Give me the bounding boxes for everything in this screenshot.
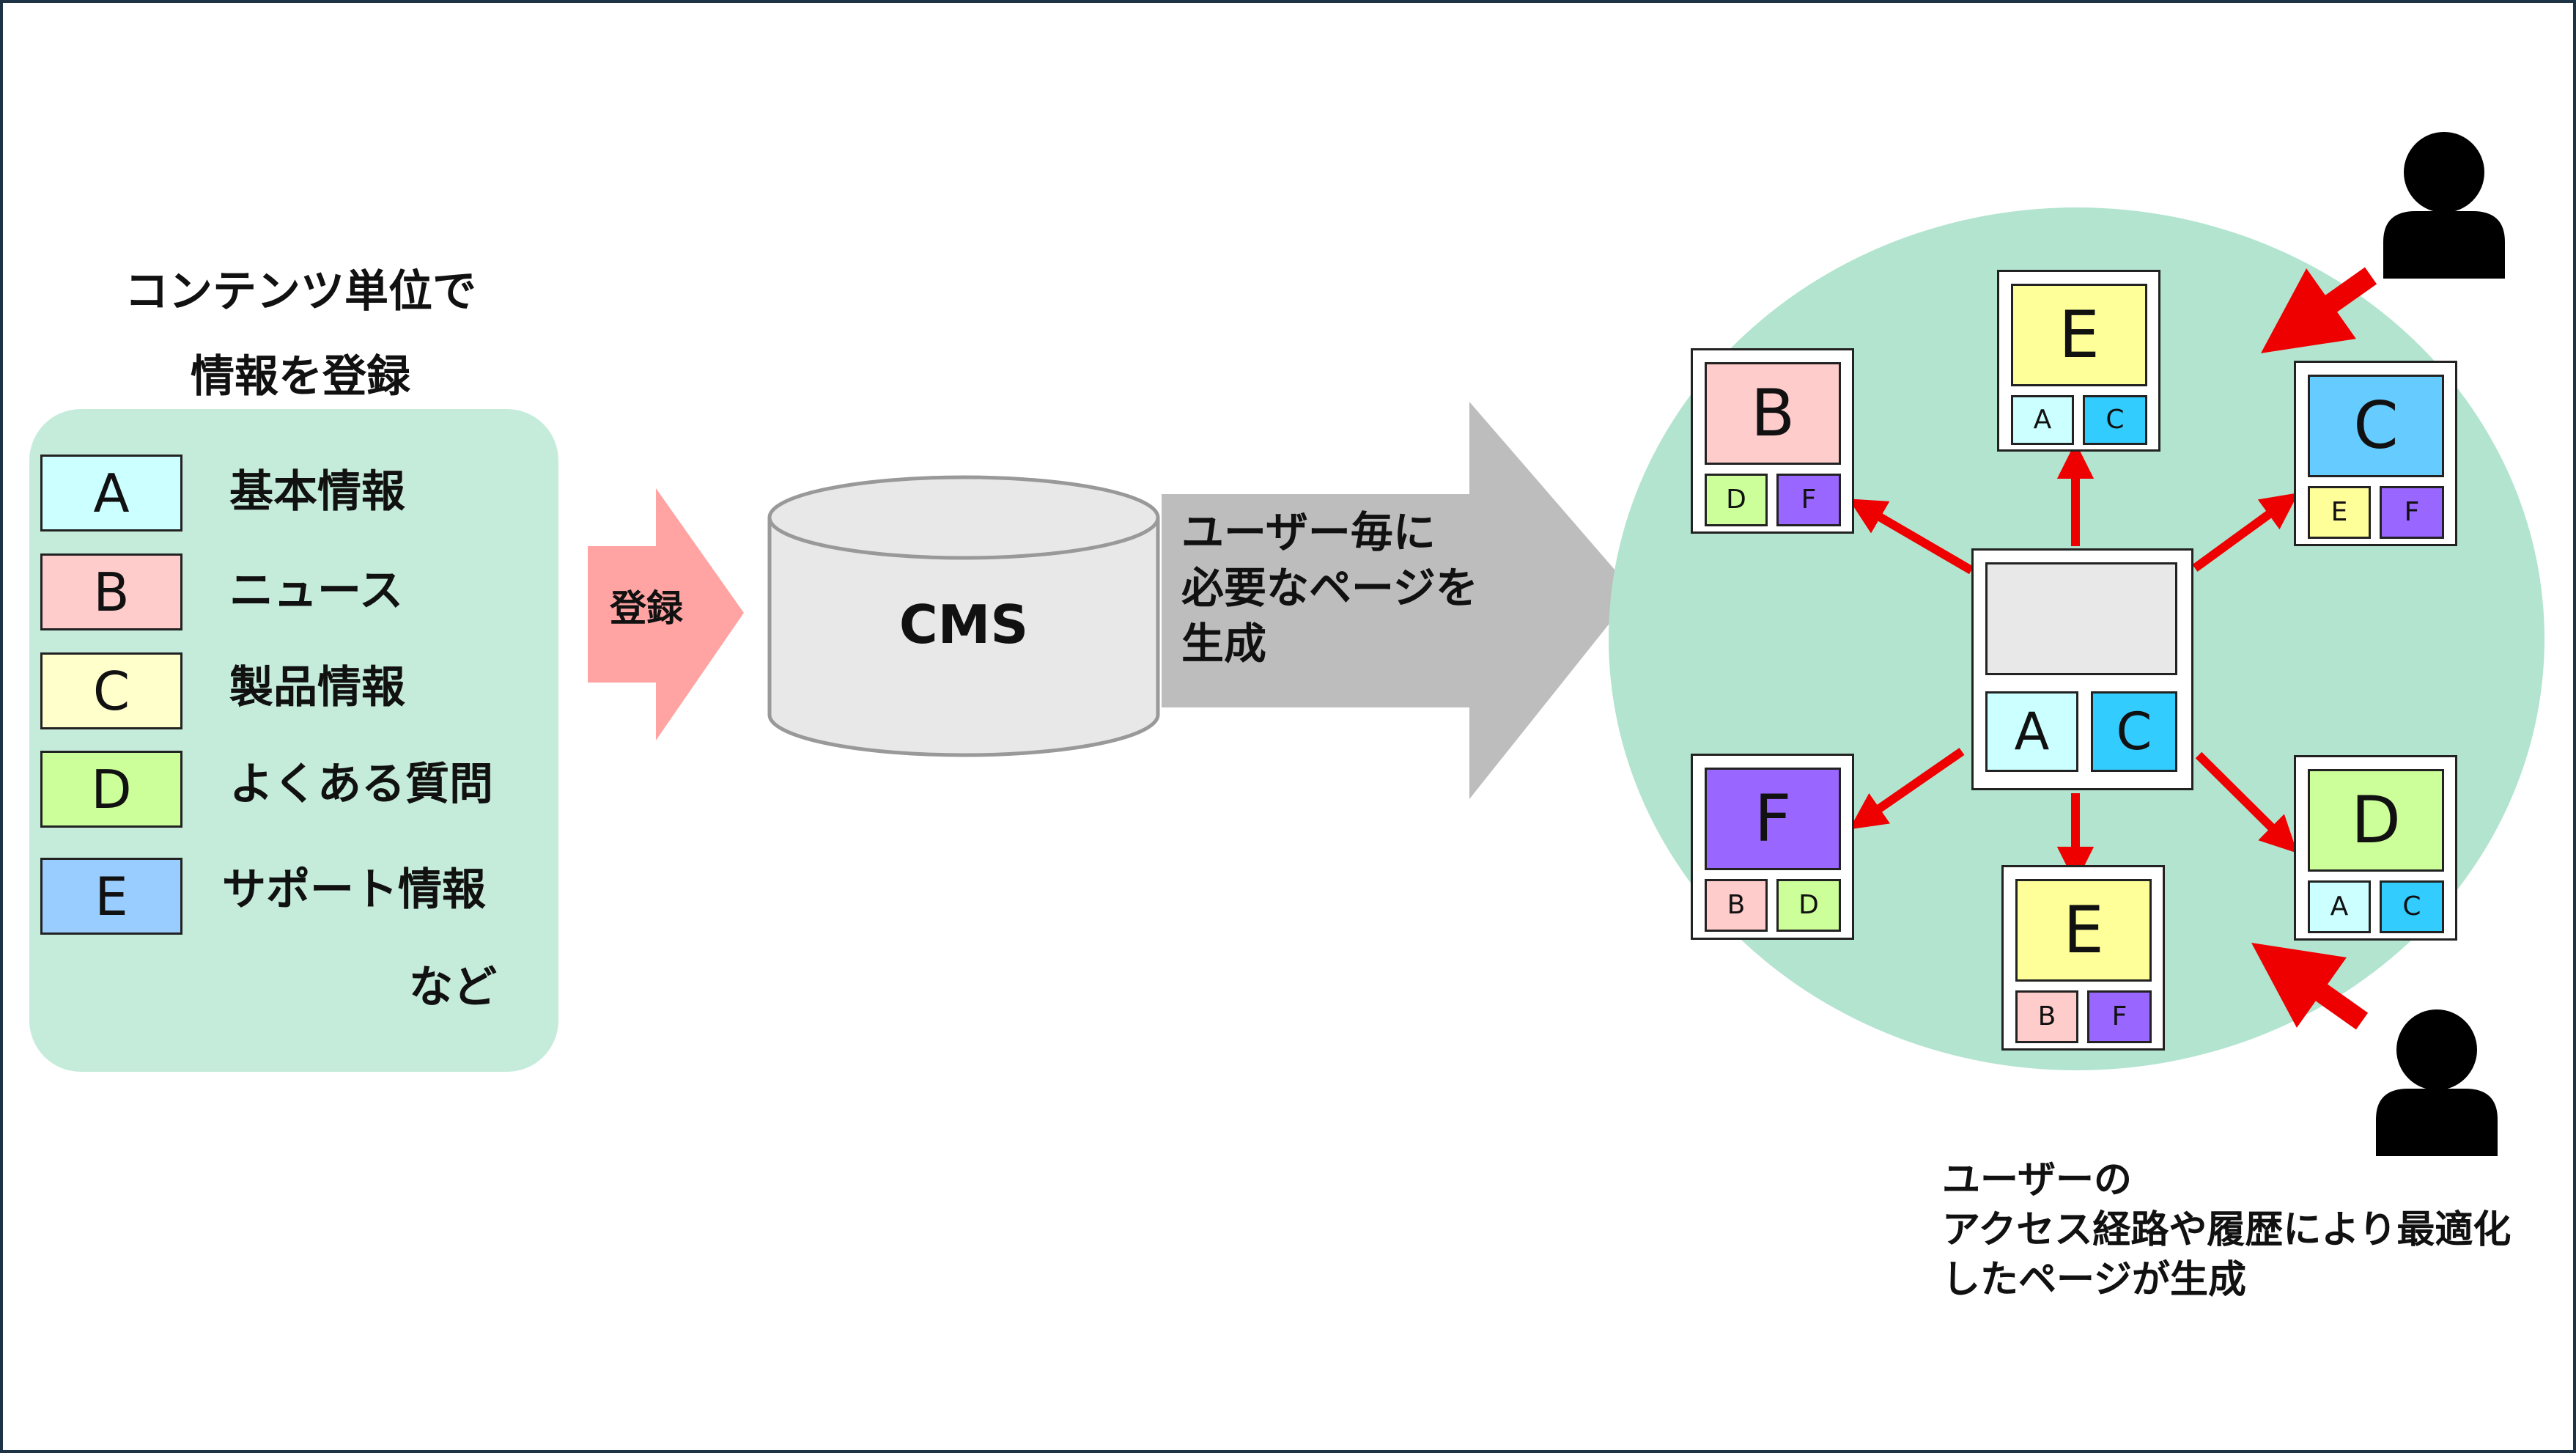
page-lower-right-big: D bbox=[2308, 769, 2444, 872]
left-title-line2: 情報を登録 bbox=[191, 351, 410, 402]
cms-database-icon bbox=[767, 475, 1160, 757]
generate-label: ユーザー毎に 必要なページを 生成 bbox=[1181, 504, 1478, 672]
result-caption-line2: アクセス経路や履歴により最適化 bbox=[1942, 1208, 2512, 1252]
user-icon bbox=[2376, 1009, 2498, 1156]
center-block-c: C bbox=[2091, 691, 2177, 772]
content-label-d: よくある質問 bbox=[229, 759, 493, 810]
content-label-e: サポート情報 bbox=[222, 864, 486, 916]
generate-arrow bbox=[1162, 402, 1634, 799]
content-etc: など bbox=[409, 962, 497, 1013]
generate-line2: 必要なページを bbox=[1181, 563, 1478, 613]
page-upper-left: B D F bbox=[1691, 348, 1854, 534]
page-lower-right-small-1: A bbox=[2308, 880, 2371, 933]
page-lower-left-small-1: B bbox=[1705, 879, 1768, 932]
page-bottom-big: E bbox=[2015, 879, 2152, 982]
content-box-b: B bbox=[40, 553, 182, 630]
page-bottom-small-1: B bbox=[2015, 990, 2078, 1043]
page-upper-left-big: B bbox=[1705, 362, 1841, 465]
page-bottom-small-2: F bbox=[2087, 990, 2152, 1043]
page-lower-right: D A C bbox=[2294, 755, 2457, 941]
content-box-a: A bbox=[40, 455, 182, 531]
content-label-c: 製品情報 bbox=[229, 662, 405, 713]
register-label: 登録 bbox=[610, 587, 683, 630]
center-header-placeholder bbox=[1985, 562, 2177, 675]
page-upper-right-small-2: F bbox=[2380, 486, 2444, 539]
content-box-c: C bbox=[40, 652, 182, 729]
user-arrow-top bbox=[2260, 267, 2377, 353]
page-top-big: E bbox=[2011, 284, 2147, 386]
page-upper-right-small-1: E bbox=[2308, 486, 2371, 539]
left-title-line1: コンテンツ単位で bbox=[125, 266, 476, 317]
page-upper-right-big: C bbox=[2308, 375, 2444, 477]
generate-line1: ユーザー毎に bbox=[1181, 507, 1436, 557]
center-page: A C bbox=[1971, 548, 2193, 790]
arrow-to-lower-left bbox=[1849, 748, 1965, 830]
center-block-a: A bbox=[1985, 691, 2078, 772]
user-icon bbox=[2383, 132, 2505, 279]
page-lower-left-big: F bbox=[1705, 768, 1841, 870]
arrow-to-upper-right bbox=[2192, 493, 2299, 572]
page-top-small-1: A bbox=[2011, 395, 2074, 445]
arrow-to-upper-left bbox=[1848, 499, 1974, 575]
page-bottom: E B F bbox=[2001, 865, 2165, 1051]
content-box-d: D bbox=[40, 751, 182, 828]
user-arrow-bottom bbox=[2251, 942, 2369, 1030]
page-lower-left-small-2: D bbox=[1776, 879, 1841, 932]
page-upper-right: C E F bbox=[2294, 361, 2457, 546]
page-lower-right-small-2: C bbox=[2380, 880, 2444, 933]
result-caption: ユーザーの アクセス経路や履歴により最適化 したページが生成 bbox=[1942, 1155, 2511, 1305]
page-top-small-2: C bbox=[2083, 395, 2147, 445]
content-label-b: ニュース bbox=[229, 565, 403, 617]
left-title: コンテンツ単位で 情報を登録 bbox=[66, 249, 535, 419]
page-upper-left-small-1: D bbox=[1705, 474, 1768, 526]
content-label-a: 基本情報 bbox=[229, 466, 405, 518]
arrow-to-lower-right bbox=[2195, 751, 2298, 853]
page-upper-left-small-2: F bbox=[1776, 474, 1841, 526]
result-caption-line1: ユーザーの bbox=[1942, 1158, 2132, 1202]
register-arrow bbox=[588, 488, 744, 740]
result-caption-line3: したページが生成 bbox=[1942, 1258, 2246, 1302]
page-lower-left: F B D bbox=[1691, 754, 1854, 940]
page-top: E A C bbox=[1997, 270, 2160, 452]
content-box-e: E bbox=[40, 858, 182, 935]
cms-label: CMS bbox=[898, 594, 1029, 655]
generate-line3: 生成 bbox=[1181, 619, 1267, 669]
